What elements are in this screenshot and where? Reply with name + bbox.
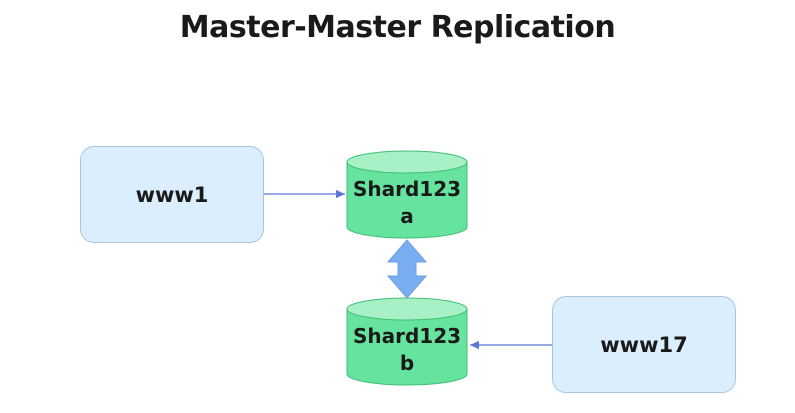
shard-b-suffix: b <box>399 351 415 375</box>
server-www1: www1 <box>80 146 264 243</box>
shard-a-name: Shard123 <box>352 177 462 201</box>
server-www17-label: www17 <box>600 332 688 357</box>
server-www1-label: www1 <box>135 182 209 207</box>
shard-b-label: Shard123 b <box>347 323 467 377</box>
shard-a-suffix: a <box>400 204 414 228</box>
server-www17: www17 <box>552 296 736 393</box>
database-shard-a <box>346 150 468 239</box>
replication-double-arrow <box>386 239 428 299</box>
shard-b-name: Shard123 <box>352 324 462 348</box>
diagram-title: Master-Master Replication <box>179 10 616 45</box>
shard-a-label: Shard123 a <box>347 176 467 230</box>
